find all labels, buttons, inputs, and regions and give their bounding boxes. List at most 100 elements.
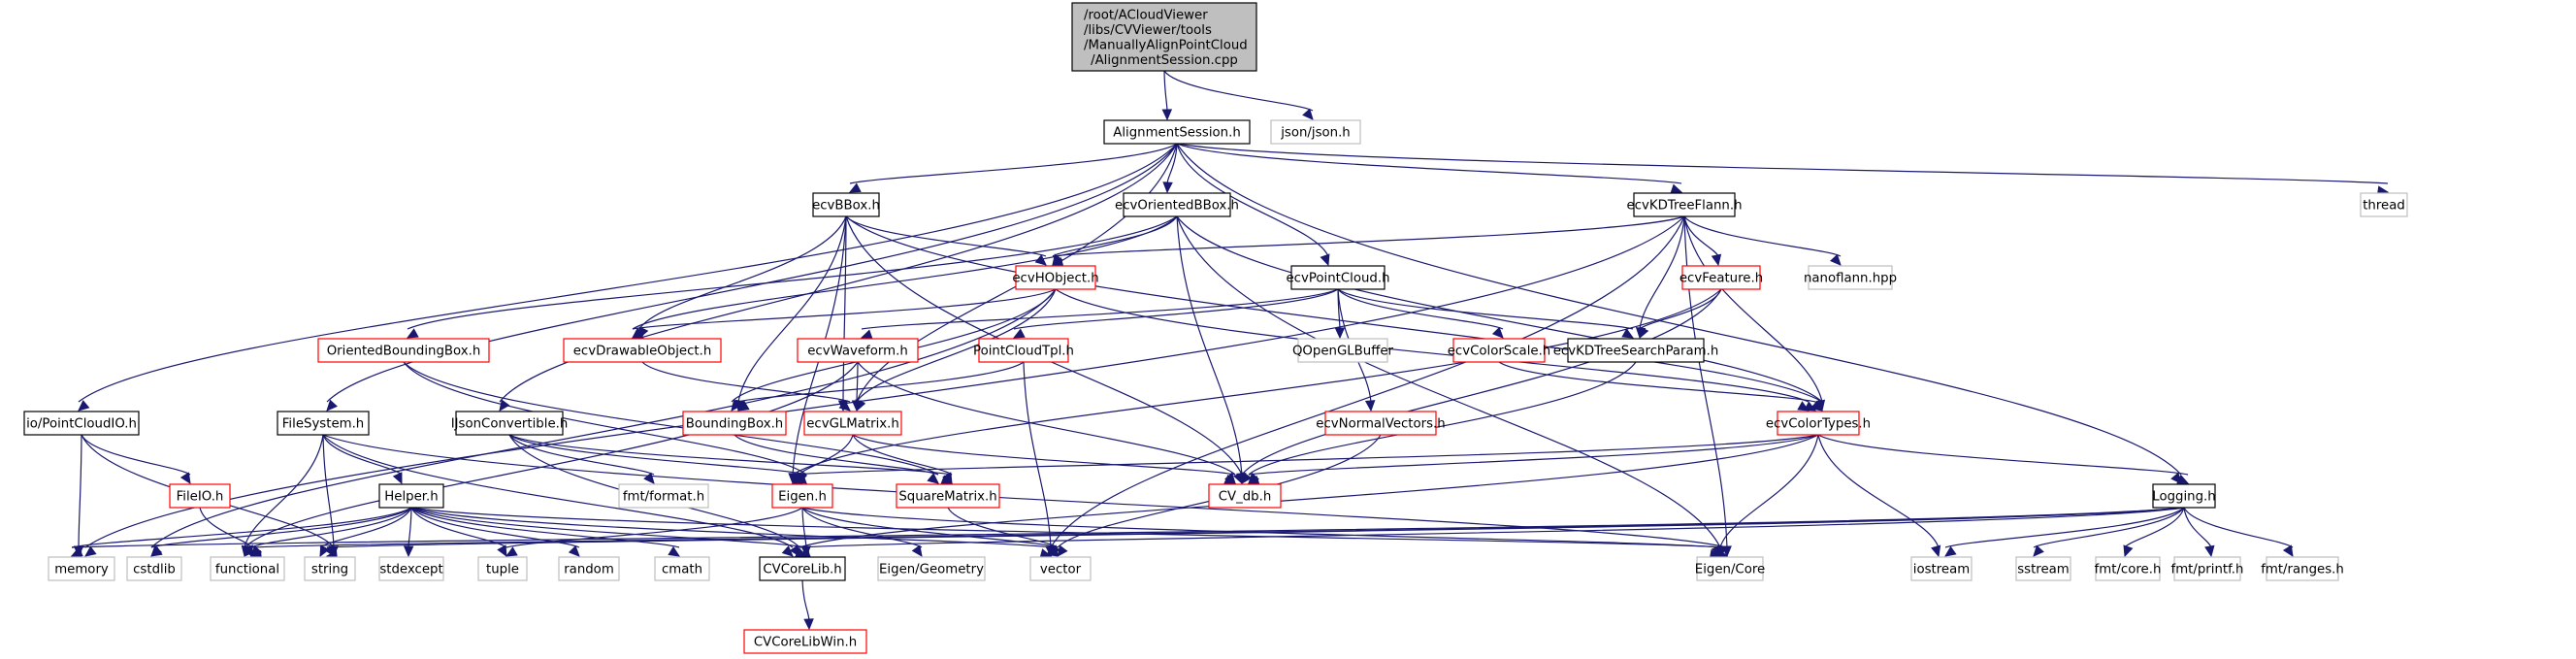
node-box [1808, 265, 1893, 290]
node-fileio-h[interactable]: FileIO.h [169, 483, 231, 509]
edge-helper_h-to-string [319, 507, 412, 558]
node-ecvpointcloud-h[interactable]: ecvPointCloud.h [1286, 265, 1390, 290]
arrowhead-icon [149, 545, 163, 557]
arrowhead-icon [1223, 474, 1237, 484]
edge-line [1052, 215, 1178, 257]
node-ecvkdtreesearchparam-h[interactable]: ecvKDTreeSearchParam.h [1553, 338, 1719, 363]
node-sstream: sstream [2015, 556, 2071, 581]
edge-line [1176, 215, 1823, 403]
edge-line [1055, 288, 1810, 403]
edge-alignment_session_h-to-ecvpointcloud_h [1176, 143, 1330, 267]
node-label: Eigen/Geometry [879, 563, 984, 577]
node-alignment-session-h[interactable]: AlignmentSession.h [1103, 119, 1251, 145]
edge-line [1817, 434, 1940, 548]
node-box [304, 556, 356, 581]
node-ecvwaveform-h[interactable]: ecvWaveform.h [797, 338, 919, 363]
edge-ecvglmatrix_h-to-squarematrix_h [852, 434, 953, 485]
node-box [1777, 411, 1860, 436]
node-ecvdrawableobject-h[interactable]: ecvDrawableObject.h [563, 338, 722, 363]
arrowhead-icon [781, 545, 794, 557]
arrowhead-icon [927, 473, 939, 484]
node-ijsonconvertible-h[interactable]: IJsonConvertible.h [451, 411, 569, 436]
node-ecvcolorscale-h[interactable]: ecvColorScale.h [1448, 338, 1551, 363]
nodes-layer: /root/ACloudViewer/libs/CVViewer/tools/M… [23, 2, 2408, 654]
node-cstdlib: cstdlib [126, 556, 182, 581]
edge-ecvpointcloud_h-to-qopenglbuffer [1334, 288, 1346, 340]
edge-logging_h-to-iostream [1944, 507, 2185, 557]
node-ecvhobject-h[interactable]: ecvHObject.h [1012, 265, 1099, 290]
arrowhead-icon [1364, 400, 1376, 412]
node-pointcloudtpl-h[interactable]: PointCloudTpl.h [973, 338, 1074, 363]
node-io-pointcloudio-h[interactable]: io/PointCloudIO.h [23, 411, 140, 436]
node-label: BoundingBox.h [686, 417, 784, 432]
edge-ecvpointcloud_h-to-ecvwaveform_h [860, 288, 1339, 340]
edge-root-to-alignment_session_h [1161, 70, 1173, 121]
arrowhead-icon [1334, 327, 1346, 340]
edge-logging_h-to-fmt_printf_h [2183, 507, 2215, 558]
node-ecvbbox-h[interactable]: ecvBBox.h [812, 192, 880, 217]
edge-filesystem_h-to-string [322, 434, 340, 558]
arrowhead-icon [1804, 401, 1817, 412]
edge-line [792, 288, 1722, 476]
edge-line [322, 434, 403, 476]
edge-line [319, 507, 412, 548]
node-filesystem-h[interactable]: FileSystem.h [277, 411, 370, 436]
node-label: Logging.h [2152, 490, 2215, 505]
node-label: Eigen/Core [1695, 563, 1765, 577]
node-box [1029, 556, 1092, 581]
node-ecvcolortypes-h[interactable]: ecvColorTypes.h [1766, 411, 1871, 436]
node-helper-h[interactable]: Helper.h [378, 483, 444, 509]
node-functional: functional [210, 556, 285, 581]
node-box [978, 338, 1069, 363]
node-box [2095, 556, 2161, 581]
arrowhead-icon [860, 329, 873, 340]
node-label: ecvNormalVectors.h [1316, 417, 1445, 432]
edge-line [856, 361, 859, 403]
node-boundingbox-h[interactable]: BoundingBox.h [682, 411, 787, 436]
edge-ecvwaveform_h-to-ecvglmatrix_h [851, 361, 863, 412]
node-label: memory [54, 563, 109, 577]
edge-line [1248, 361, 1637, 476]
edge-line [632, 288, 1057, 330]
node-root[interactable]: /root/ACloudViewer/libs/CVViewer/tools/M… [1071, 2, 1257, 72]
node-label: ecvColorScale.h [1448, 345, 1551, 359]
node-cv-db-h[interactable]: CV_db.h [1208, 483, 1282, 509]
edge-ecvfeature_h-to-eigen_h [792, 288, 1722, 484]
node-label: iostream [1913, 563, 1970, 577]
node-label: ecvWaveform.h [807, 345, 908, 359]
edge-line [407, 215, 1178, 330]
node-cvcorelib-h[interactable]: CVCoreLib.h [759, 556, 846, 581]
node-orientedboundingbox-h[interactable]: OrientedBoundingBox.h [317, 338, 490, 363]
node-cvcorelibwin-h[interactable]: CVCoreLibWin.h [743, 629, 867, 654]
node-eigen-h[interactable]: Eigen.h [771, 483, 833, 509]
node-fmt-printf-h: fmt/printf.h [2171, 556, 2243, 581]
arrowhead-icon [838, 400, 851, 412]
node-box [1290, 265, 1386, 290]
node-label: sstream [2017, 563, 2070, 577]
edge-line [1050, 215, 1685, 548]
arrowhead-icon [403, 545, 414, 558]
edge-squarematrix_h-to-vector [947, 507, 1059, 558]
edge-line [852, 434, 1236, 476]
node-box [1910, 556, 1973, 581]
node-logging-h[interactable]: Logging.h [2152, 483, 2216, 509]
node-box [877, 556, 986, 581]
edge-ecvglmatrix_h-to-cv_db_h [852, 434, 1237, 484]
node-ecvorientedbbox-h[interactable]: ecvOrientedBBox.h [1115, 192, 1239, 217]
node-ecvkdtreeflann-h[interactable]: ecvKDTreeFlann.h [1626, 192, 1743, 217]
node-box [1270, 119, 1361, 145]
edge-eigen_h-to-eigen_geometry [801, 507, 923, 557]
node-eigen-core: Eigen/Core [1695, 556, 1765, 581]
arrowhead-icon [1161, 109, 1173, 121]
edge-line [508, 434, 655, 476]
node-ecvfeature-h[interactable]: ecvFeature.h [1679, 265, 1763, 290]
node-label: CVCoreLib.h [763, 563, 841, 577]
node-box [2173, 556, 2241, 581]
node-ecvnormalvectors-h[interactable]: ecvNormalVectors.h [1316, 411, 1446, 436]
edge-line [410, 507, 1728, 548]
node-squarematrix-h[interactable]: SquareMatrix.h [896, 483, 1000, 509]
node-box [277, 411, 370, 436]
node-label: cmath [662, 563, 702, 577]
node-ecvglmatrix-h[interactable]: ecvGLMatrix.h [803, 411, 902, 436]
edge-line [508, 434, 807, 476]
